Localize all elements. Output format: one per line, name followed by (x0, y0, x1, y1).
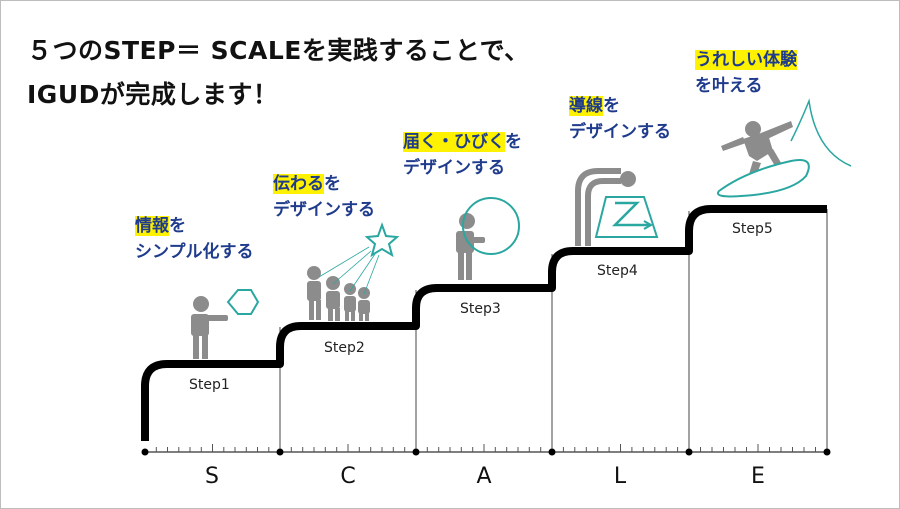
caption-suffix: を (603, 96, 620, 116)
caption-line2: を叶える (695, 76, 763, 96)
scale-letter-e: E (751, 464, 765, 489)
caption-line2: デザインする (569, 122, 671, 142)
circle-icon (462, 197, 520, 255)
caption-step5: うれしい体験 を叶える (695, 47, 797, 99)
scale-letter-s: S (205, 464, 219, 489)
person-figure-step1 (191, 296, 228, 359)
step-label-2: Step2 (324, 340, 365, 356)
periscope-head (620, 171, 636, 187)
step-label-3: Step3 (460, 301, 501, 317)
caption-line2: シンプル化する (135, 242, 254, 262)
scale-letter-c: C (340, 464, 356, 489)
step-label-5: Step5 (732, 221, 773, 237)
scale-letter-l: L (613, 464, 627, 489)
step-label-1: Step1 (189, 377, 230, 393)
headline-line-1: ５つのSTEP＝ SCALEを実践することで、 (27, 36, 530, 65)
star-icon (364, 222, 400, 258)
caption-suffix: を (324, 174, 341, 194)
step-dividers (279, 209, 828, 452)
stair-outline (141, 205, 827, 441)
surfboard-icon (717, 159, 810, 198)
caption-highlight: うれしい体験 (695, 50, 797, 70)
caption-suffix: を (505, 132, 522, 152)
caption-step3: 届く・ひびくを デザインする (403, 129, 522, 181)
caption-step4: 導線を デザインする (569, 93, 671, 145)
person-group-step2 (307, 266, 370, 321)
caption-highlight: 情報 (135, 216, 169, 236)
ruler-ticks (155, 444, 816, 452)
trapezoid-z-icon (594, 196, 659, 238)
hexagon-icon (226, 289, 260, 315)
caption-line2: デザインする (273, 200, 375, 220)
step-label-4: Step4 (597, 263, 638, 279)
periscope-figure-step4 (575, 168, 621, 246)
headline-line-2: IGUDが完成します！ (27, 80, 279, 109)
ruler-dots (141, 448, 831, 456)
caption-step1: 情報を シンプル化する (135, 213, 254, 265)
caption-highlight: 届く・ひびく (403, 132, 505, 152)
star-rays (318, 246, 380, 295)
caption-highlight: 伝わる (273, 174, 324, 194)
person-figure-step3 (456, 213, 485, 280)
wave-line (790, 98, 852, 167)
caption-suffix: を (169, 216, 186, 236)
caption-step2: 伝わるを デザインする (273, 171, 375, 223)
caption-line2: デザインする (403, 158, 505, 178)
caption-highlight: 導線 (569, 96, 603, 116)
scale-letter-a: A (476, 464, 492, 489)
